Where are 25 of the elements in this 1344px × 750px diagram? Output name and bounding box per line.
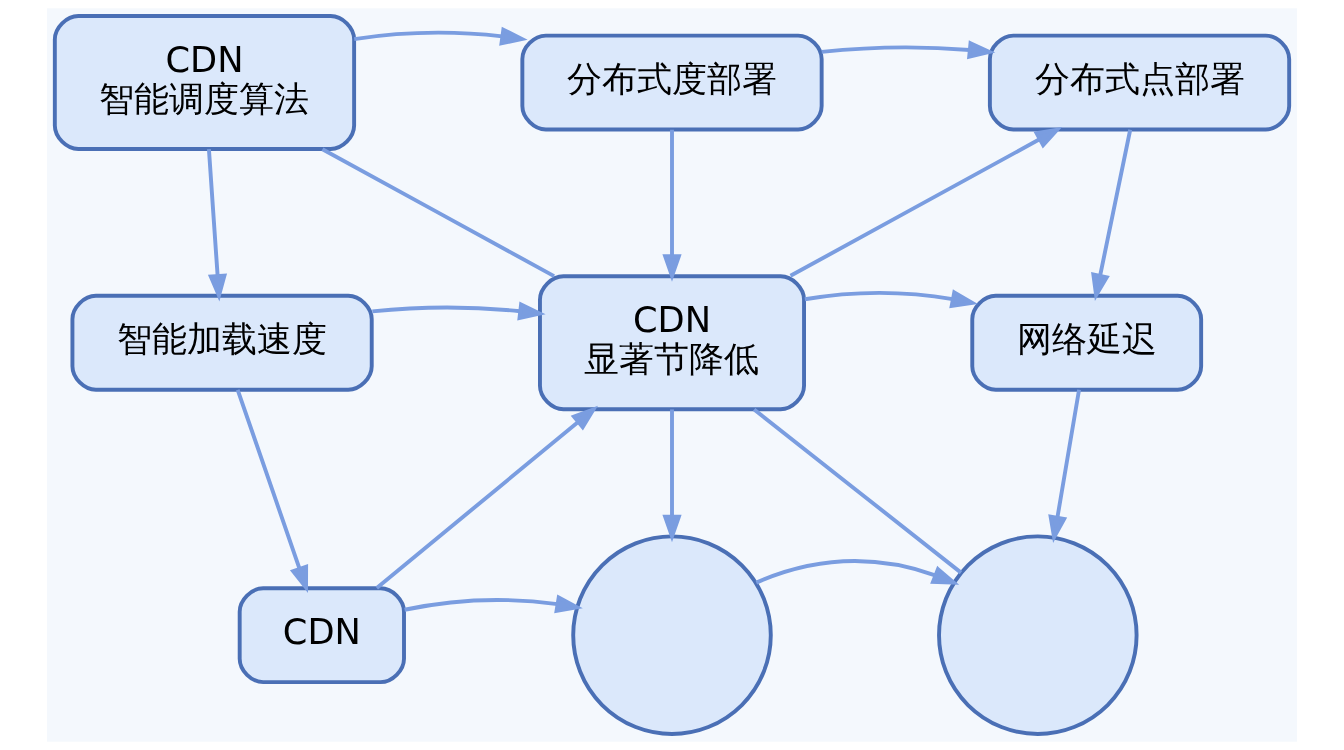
node-box: CDN 显著节降低 bbox=[538, 274, 806, 412]
node-box: 分布式度部署 bbox=[520, 33, 824, 132]
arrow bbox=[821, 40, 996, 60]
arrow bbox=[404, 594, 583, 614]
arrow bbox=[1048, 389, 1081, 543]
node-box: 分布式点部署 bbox=[987, 33, 1292, 132]
connector bbox=[321, 147, 555, 278]
arrow bbox=[206, 149, 228, 302]
connector bbox=[752, 407, 963, 575]
node-box: 网络延迟 bbox=[970, 293, 1204, 392]
arrow bbox=[755, 559, 960, 585]
arrow bbox=[662, 129, 682, 282]
arrow bbox=[804, 289, 978, 309]
arrow bbox=[372, 301, 546, 321]
node-box: CDN 智能调度算法 bbox=[52, 14, 357, 151]
arrow bbox=[1091, 129, 1133, 301]
arrow bbox=[353, 26, 528, 46]
arrow bbox=[789, 126, 1063, 278]
node-circle bbox=[571, 534, 773, 736]
node-box: CDN bbox=[237, 586, 406, 685]
arrow bbox=[662, 409, 682, 543]
node-box: 智能加载速度 bbox=[70, 293, 374, 392]
arrow bbox=[235, 389, 309, 594]
arrow bbox=[375, 405, 598, 590]
node-circle bbox=[937, 534, 1139, 736]
